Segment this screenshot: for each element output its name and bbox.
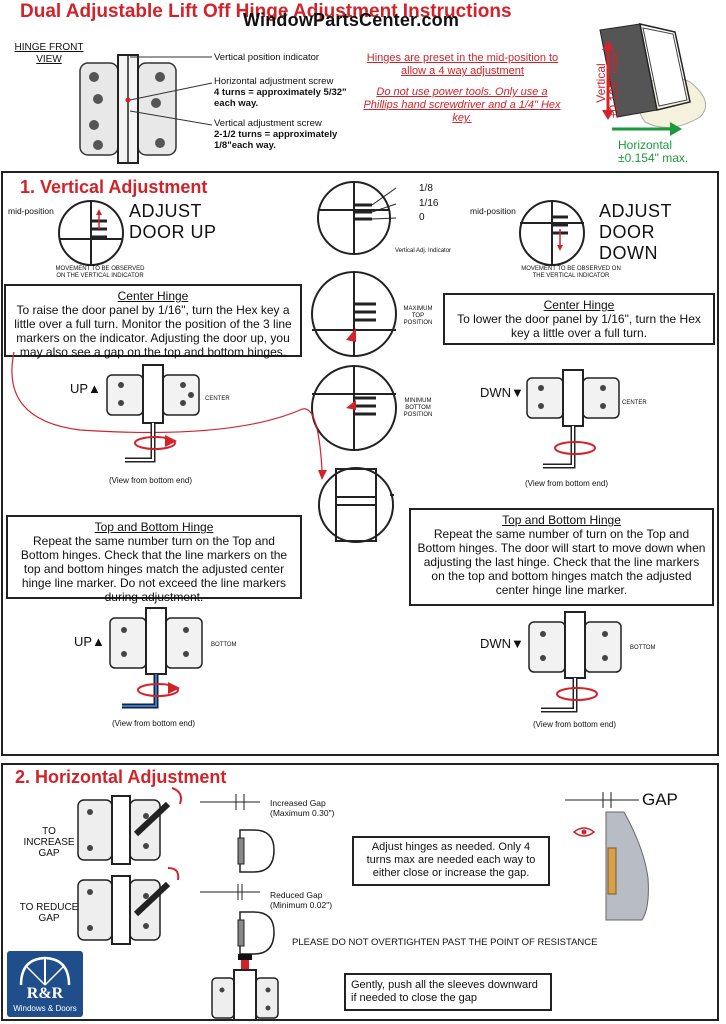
overtighten-warning: PLEASE DO NOT OVERTIGHTEN PAST THE POINT… bbox=[292, 937, 598, 948]
gap-arrows bbox=[565, 792, 639, 808]
reduce-gap-hinge bbox=[77, 867, 180, 945]
callout-vertical-screw: Vertical adjustment screw 2-1/2 turns = … bbox=[214, 118, 338, 151]
max-top-label: MAXIMUM TOP POSITION bbox=[403, 306, 433, 326]
gap-magnifier bbox=[318, 467, 394, 543]
logo-sub: Windows & Doors bbox=[13, 1004, 77, 1013]
horizontal-heading: 2. Horizontal Adjustment bbox=[15, 767, 227, 787]
preset-note: Hinges are preset in the mid-position to… bbox=[366, 52, 559, 77]
tb-hinge-up-box: Top and Bottom Hinge Repeat the same num… bbox=[6, 515, 302, 604]
reduce-gap-label: TO REDUCE GAP bbox=[19, 902, 79, 924]
sleeve-push-diagram bbox=[211, 954, 279, 1021]
vertical-adjustment-section bbox=[1, 171, 719, 756]
indicator-caption: Vertical Adj. Indicator bbox=[395, 248, 452, 254]
tool-note: Do not use power tools. Only use a Phill… bbox=[363, 86, 561, 124]
horizontal-label: Horizontal bbox=[618, 138, 673, 152]
center-hinge-down-drawing bbox=[526, 369, 620, 469]
indicator-mark-1-16: 1/16 bbox=[419, 198, 439, 209]
tb-hinge-down-body: Repeat the same number of turn on the To… bbox=[417, 527, 706, 597]
view-bottom-1: (View from bottom end) bbox=[109, 476, 192, 485]
bottom-label-right: BOTTOM bbox=[630, 645, 656, 651]
hinge-front-diagram bbox=[79, 54, 177, 164]
vertical-heading: 1. Vertical Adjustment bbox=[20, 177, 208, 197]
adjust-up-label: ADJUST DOOR UP bbox=[129, 201, 217, 242]
tb-hinge-down-box: Top and Bottom Hinge Repeat the same num… bbox=[409, 508, 714, 606]
horizontal-arrow bbox=[612, 122, 682, 136]
view-bottom-4: (View from bottom end) bbox=[533, 720, 616, 729]
movement-note-right: MOVEMENT TO BE OBSERVED ON THE VERTICAL … bbox=[521, 266, 621, 279]
center-label-right: CENTER bbox=[622, 400, 647, 406]
adjust-note-box: Adjust hinges as needed. Only 4 turns ma… bbox=[352, 836, 550, 886]
tb-hinge-up-heading: Top and Bottom Hinge bbox=[94, 520, 214, 534]
bottom-hinge-up-drawing bbox=[109, 607, 203, 709]
min-bottom-indicator bbox=[311, 365, 397, 451]
vertical-adj-indicator bbox=[317, 181, 397, 255]
page-title: Dual Adjustable Lift Off Hinge Adjustmen… bbox=[20, 1, 512, 22]
increased-gap-profile bbox=[200, 794, 275, 873]
increase-gap-hinge bbox=[77, 787, 182, 865]
center-hinge-up-drawing bbox=[106, 364, 200, 463]
watermark: WindowPartsCenter.com bbox=[243, 10, 460, 30]
center-hinge-down-heading: Center Hinge bbox=[543, 298, 615, 312]
indicator-mark-0: 0 bbox=[419, 212, 425, 223]
adjust-down-label: ADJUST DOOR DOWN bbox=[599, 201, 672, 263]
increase-gap-label: TO INCREASE GAP bbox=[23, 826, 75, 859]
logo-brand: R&R bbox=[26, 985, 64, 1002]
mid-position-label-right: mid-position bbox=[470, 206, 516, 216]
gap-label: GAP bbox=[642, 790, 678, 809]
window-arch-icon bbox=[19, 956, 71, 986]
mid-position-label-left: mid-position bbox=[8, 206, 54, 216]
door-adjustment-diagram bbox=[599, 23, 707, 128]
center-label-left: CENTER bbox=[205, 396, 230, 402]
reduced-gap-label: Reduced Gap (Minimum 0.02") bbox=[270, 890, 333, 910]
view-bottom-3: (View from bottom end) bbox=[112, 719, 195, 728]
view-bottom-2: (View from bottom end) bbox=[525, 479, 608, 488]
hinge-front-label: HINGE FRONT VIEW bbox=[14, 42, 84, 65]
dwn-label-bottom: DWN▼ bbox=[480, 636, 524, 651]
center-hinge-up-body: To raise the door panel by 1/16", turn t… bbox=[14, 303, 292, 359]
indicator-mark-1-8: 1/8 bbox=[419, 183, 433, 194]
tb-hinge-down-heading: Top and Bottom Hinge bbox=[502, 513, 621, 527]
indicator-up bbox=[58, 200, 124, 266]
callout-leaders bbox=[129, 56, 213, 126]
dwn-label-center: DWN▼ bbox=[480, 385, 524, 400]
max-top-indicator bbox=[311, 271, 397, 357]
movement-note-left: MOVEMENT TO BE OBSERVED ON THE VERTICAL … bbox=[55, 266, 145, 279]
up-label-bottom: UP▲ bbox=[74, 634, 105, 649]
center-hinge-up-heading: Center Hinge bbox=[117, 289, 189, 303]
center-hinge-down-body: To lower the door panel by 1/16", turn t… bbox=[457, 312, 701, 340]
callout-horizontal-screw: Horizontal adjustment screw 4 turns = ap… bbox=[214, 76, 347, 109]
horizontal-value: ±0.154" max. bbox=[618, 151, 689, 165]
sleeves-note-box: Gently, push all the sleeves downward if… bbox=[344, 973, 552, 1011]
min-bottom-label: MINIMUM BOTTOM POSITION bbox=[403, 398, 433, 418]
door-edge-gap-diagram bbox=[572, 811, 649, 921]
increased-gap-label: Increased Gap (Maximum 0.30") bbox=[270, 798, 335, 818]
horizontal-adjustment-section bbox=[1, 763, 719, 1021]
bottom-hinge-down-drawing bbox=[528, 611, 622, 713]
indicator-down bbox=[519, 200, 585, 266]
callout-vertical-indicator: Vertical position indicator bbox=[214, 52, 320, 63]
bottom-label-left: BOTTOM bbox=[211, 642, 237, 648]
center-hinge-up-box: Center Hinge To raise the door panel by … bbox=[4, 284, 302, 359]
reduced-gap-profile bbox=[200, 884, 275, 955]
vertical-arrow bbox=[602, 40, 614, 120]
rr-logo: R&R Windows & Doors bbox=[7, 951, 83, 1017]
up-label-center: UP▲ bbox=[70, 381, 101, 396]
center-hinge-down-box: Center Hinge To lower the door panel by … bbox=[443, 293, 715, 345]
tb-hinge-up-body: Repeat the same number turn on the Top a… bbox=[20, 534, 288, 604]
